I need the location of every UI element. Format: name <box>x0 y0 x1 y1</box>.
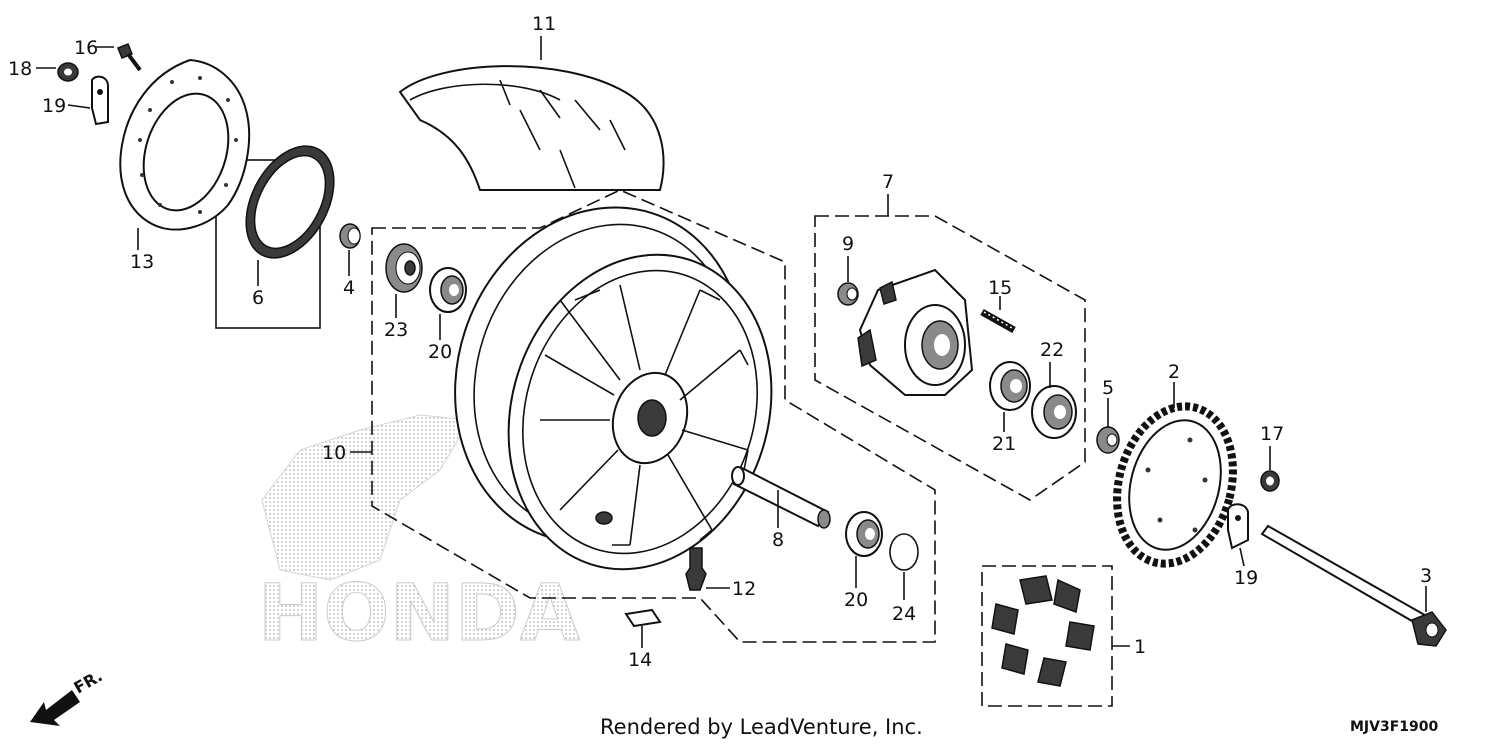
bearing-20-lower <box>845 511 883 557</box>
callout-2: 2 <box>1168 361 1180 383</box>
brake-disc-seal-group-box <box>215 159 321 329</box>
callout-21: 21 <box>992 433 1016 455</box>
front-direction-marker: FR. <box>30 666 106 726</box>
rear-brake-disc <box>119 58 251 231</box>
lock-plate-left <box>91 75 109 126</box>
fr-label: FR. <box>71 666 106 697</box>
driven-sprocket <box>1113 402 1237 568</box>
final-driven-flange <box>857 268 974 396</box>
rear-tire <box>398 65 665 191</box>
diagram-code: MJV3F1900 <box>1350 719 1439 735</box>
stud-bolt <box>980 308 1016 334</box>
o-ring <box>889 533 919 571</box>
callout-3: 3 <box>1420 565 1432 587</box>
callout-14: 14 <box>628 649 652 671</box>
callout-13: 13 <box>130 251 154 273</box>
hub-assembly-group-box <box>814 215 1086 501</box>
flange-collar-9 <box>837 282 859 306</box>
arrow-icon <box>30 690 80 726</box>
rear-axle <box>1260 524 1447 647</box>
balance-weight <box>624 608 662 628</box>
bearing-22 <box>1031 385 1077 439</box>
callout-17: 17 <box>1260 423 1284 445</box>
callout-labels: 11 7 18 16 19 13 6 4 23 20 10 9 15 22 21… <box>8 13 1432 671</box>
callout-7: 7 <box>882 171 894 193</box>
dust-seal <box>245 145 335 259</box>
callout-1: 1 <box>1134 636 1146 658</box>
sprocket-nut <box>1260 470 1280 492</box>
callout-23: 23 <box>384 319 408 341</box>
callout-6: 6 <box>252 287 264 309</box>
callout-9: 9 <box>842 233 854 255</box>
callout-20-lower: 20 <box>844 589 868 611</box>
honda-wing-logo <box>261 414 471 581</box>
callout-15: 15 <box>988 277 1012 299</box>
watermark-text: HONDA <box>258 569 580 659</box>
tire-valve <box>685 547 707 591</box>
disc-bolt <box>117 43 142 72</box>
callout-24: 24 <box>892 603 916 625</box>
distance-collar <box>731 466 831 529</box>
footer-credit: Rendered by LeadVenture, Inc. <box>600 715 923 739</box>
callout-8: 8 <box>772 529 784 551</box>
lock-plate-right <box>1227 503 1249 550</box>
wheel-assembly-group-box <box>371 189 936 643</box>
callout-10: 10 <box>322 442 346 464</box>
honda-watermark: HONDA <box>258 414 580 660</box>
callout-18: 18 <box>8 58 32 80</box>
wheel-damper-rubbers <box>991 575 1095 687</box>
callout-leader-lines <box>36 36 1427 648</box>
damper-rubber-group-box <box>981 565 1113 707</box>
flange-collar-5 <box>1096 426 1120 454</box>
callout-20-left: 20 <box>428 341 452 363</box>
bearing-20-upper <box>429 267 467 313</box>
bearing-23 <box>385 243 423 293</box>
bearing-21 <box>989 361 1031 411</box>
flange-nut <box>57 62 79 82</box>
rear-wheel <box>454 206 773 571</box>
callout-12: 12 <box>732 578 756 600</box>
callout-22: 22 <box>1040 339 1064 361</box>
side-collar <box>339 223 361 249</box>
callout-19-left: 19 <box>42 95 66 117</box>
callout-16: 16 <box>74 37 98 59</box>
callout-4: 4 <box>343 277 355 299</box>
callout-11: 11 <box>532 13 556 35</box>
callout-19-right: 19 <box>1234 567 1258 589</box>
callout-5: 5 <box>1102 377 1114 399</box>
